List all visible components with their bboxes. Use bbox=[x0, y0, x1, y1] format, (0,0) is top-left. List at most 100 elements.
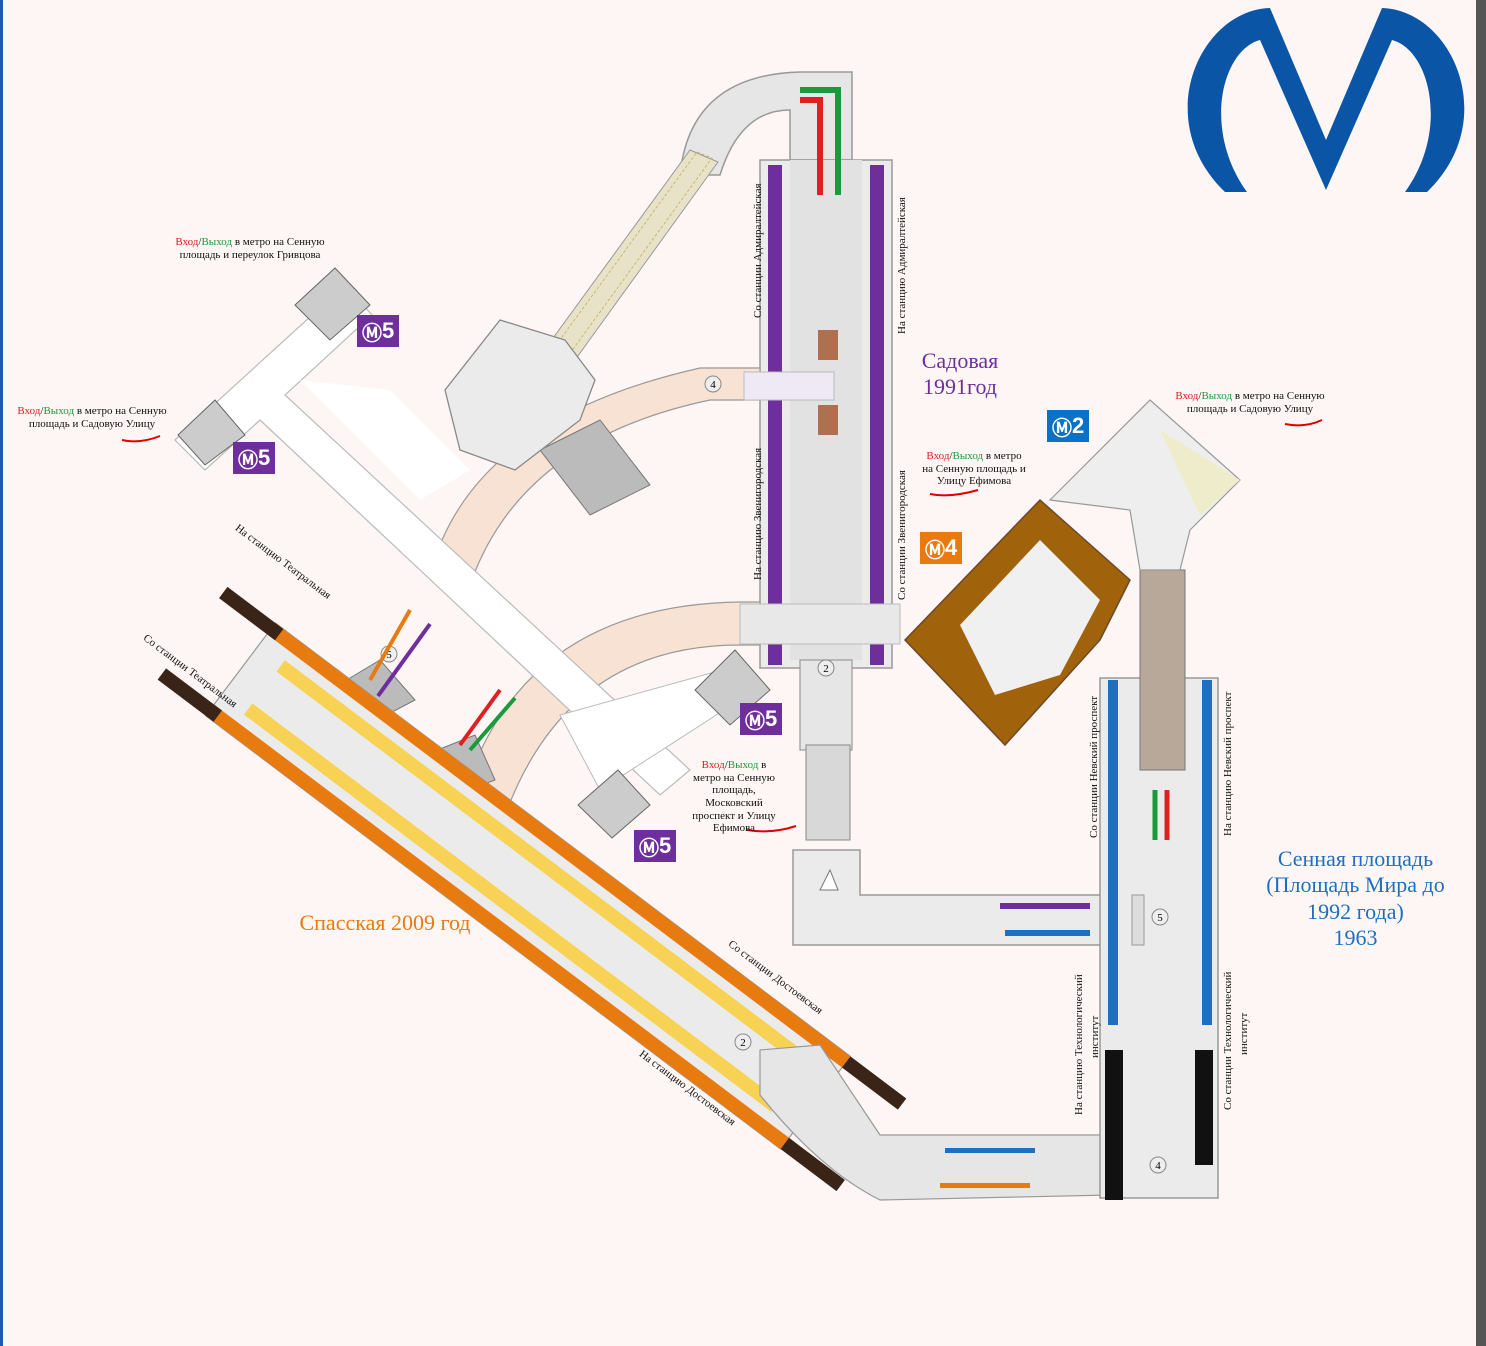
entry-word: Вход bbox=[175, 236, 199, 248]
metro-m-icon: Ⓜ bbox=[745, 710, 765, 733]
sennaya-vestibule-ne bbox=[1048, 399, 1241, 571]
frame-right-border bbox=[1476, 0, 1486, 1346]
entrance-label-grivtsova: Вход/Выход в метро на Сенную площадь и п… bbox=[160, 236, 340, 261]
slash: / bbox=[198, 236, 202, 248]
circle-marker-4-top: 4 bbox=[704, 375, 722, 393]
exit-word: Выход bbox=[201, 236, 233, 248]
track-label-from-tekhnologichesky: Со станции Технологический bbox=[1222, 972, 1234, 1110]
entrance-text-2: на Сенную площадь и bbox=[922, 462, 1026, 475]
sennaya-name-line3: 1992 года) bbox=[1307, 898, 1404, 924]
entry-word: Вход bbox=[1175, 390, 1199, 402]
entrance-text-2: площадь и переулок Гривцова bbox=[179, 248, 321, 261]
sennaya-name-line1: Сенная площадь bbox=[1277, 846, 1434, 871]
corridor-arrows bbox=[368, 609, 517, 752]
line-number: 5 bbox=[659, 833, 672, 858]
entrance-text-1: в bbox=[758, 759, 767, 771]
entrance-label-moskovsky: Вход/Выход в метро на Сенную площадь, Мо… bbox=[680, 759, 788, 835]
spasskaya-title: Спасская 2009 год bbox=[285, 910, 485, 936]
svg-text:4: 4 bbox=[1155, 1160, 1161, 1172]
line-number: 4 bbox=[945, 535, 958, 560]
sadovaya-top-arrows bbox=[800, 87, 841, 195]
entrance-text-3: площадь, bbox=[712, 784, 756, 797]
nw-vestibule bbox=[444, 319, 596, 471]
entry-word: Вход bbox=[926, 450, 950, 462]
exit-word: Выход bbox=[1201, 390, 1233, 402]
entrance-text-2: площадь и Садовую bbox=[28, 417, 126, 430]
exit-word: Выход bbox=[952, 450, 984, 462]
line-number: 5 bbox=[258, 445, 271, 470]
entrance-text-street: Улицу bbox=[125, 417, 156, 430]
track-label-from-zvenigorodskaya: Со станции Звенигородская bbox=[896, 470, 908, 600]
track-label-to-tekhnologichesky: На станцию Технологический bbox=[1073, 974, 1085, 1115]
metro-m-icon: Ⓜ bbox=[238, 449, 258, 472]
entrance-text-street: Улицу bbox=[746, 809, 776, 822]
entrance-text-5: проспект и bbox=[692, 809, 747, 822]
entrance-text-1: в метро на Сенную bbox=[74, 405, 167, 417]
entrance-label-sadovaya-right: Вход/Выход в метро на Сенную площадь и С… bbox=[1160, 390, 1340, 415]
circle-marker-2-sadovaya: 2 bbox=[817, 659, 835, 677]
sadovaya-year: 1991год bbox=[922, 374, 998, 400]
track-label-to-tekhnologichesky-2: институт bbox=[1089, 1015, 1101, 1058]
sadovaya-name: Садовая bbox=[921, 348, 999, 373]
sennaya-title: Сенная площадь (Площадь Мира до 1992 год… bbox=[1248, 846, 1463, 952]
track-label-from-nevsky: Со станции Невский проспект bbox=[1088, 695, 1100, 838]
metro-m-icon: Ⓜ bbox=[362, 322, 382, 345]
red-underlines bbox=[121, 419, 1323, 833]
svg-text:4: 4 bbox=[710, 379, 716, 391]
circle-marker-2-spasskaya: 2 bbox=[734, 1033, 752, 1051]
entrance-label-efimova: Вход/Выход в метро на Сенную площадь и У… bbox=[910, 450, 1038, 488]
metro-logo-icon bbox=[1187, 8, 1465, 192]
track-label-text-1: На станцию Технологический bbox=[1073, 974, 1085, 1115]
metro-m-icon: Ⓜ bbox=[1052, 417, 1072, 440]
slash: / bbox=[724, 759, 728, 771]
metro-m-icon: Ⓜ bbox=[925, 539, 945, 562]
spasskaya-station bbox=[157, 586, 907, 1192]
slash: / bbox=[1198, 390, 1202, 402]
sadovaya-hall bbox=[759, 159, 893, 669]
entrance-text-1: в метро bbox=[983, 450, 1022, 462]
circle-marker-4-bottom: 4 bbox=[1149, 1156, 1167, 1174]
track-label-to-zvenigorodskaya: На станцию Звенигородская bbox=[752, 447, 764, 580]
sadovaya-title: Садовая 1991год bbox=[905, 348, 1015, 401]
entrance-text-2: метро на Сенную bbox=[693, 771, 775, 784]
spasskaya-name: Спасская 2009 год bbox=[299, 910, 471, 935]
line-number: 5 bbox=[765, 706, 778, 731]
entry-word: Вход bbox=[701, 759, 725, 771]
entrance-text-6: Ефимова bbox=[712, 822, 756, 835]
line-number: 5 bbox=[382, 318, 395, 343]
track-label-to-admiralteyskaya: На станцию Адмиралтейская bbox=[896, 197, 908, 334]
entrance-text-1: в метро на Сенную bbox=[1232, 390, 1325, 402]
line4-brown-hall bbox=[903, 498, 1131, 747]
slash: / bbox=[40, 405, 44, 417]
svg-text:5: 5 bbox=[386, 649, 392, 661]
entrance-text-street: Улицу bbox=[936, 475, 967, 488]
entrance-text-street: Улицу bbox=[1283, 402, 1314, 415]
metro-m-icon: Ⓜ bbox=[639, 837, 659, 860]
entrance-label-sadovaya-left: Вход/Выход в метро на Сенную площадь и С… bbox=[6, 405, 178, 430]
track-label-from-tekhnologichesky-2: институт bbox=[1238, 1012, 1250, 1055]
frame-left-border bbox=[0, 0, 3, 1346]
track-label-text-1: Со станции Технологический bbox=[1222, 971, 1234, 1110]
entrance-text-1: в метро на Сенную bbox=[232, 236, 325, 248]
line-number: 2 bbox=[1072, 413, 1085, 438]
sennaya-name-line2: (Площадь Мира до bbox=[1266, 872, 1445, 898]
svg-text:5: 5 bbox=[1157, 912, 1163, 924]
entry-word: Вход bbox=[17, 405, 41, 417]
sennaya-station bbox=[1000, 569, 1219, 1200]
slash: / bbox=[949, 450, 953, 462]
svg-text:2: 2 bbox=[740, 1037, 746, 1049]
entrance-text-3: Ефимова bbox=[966, 475, 1012, 488]
entrance-text-4: Московский bbox=[705, 796, 763, 809]
exit-word: Выход bbox=[727, 759, 759, 771]
entrance-text-2: площадь и Садовую bbox=[1186, 402, 1284, 415]
track-label-to-nevsky: На станцию Невский проспект bbox=[1222, 691, 1234, 836]
circle-marker-5-sennaya: 5 bbox=[1151, 908, 1169, 926]
